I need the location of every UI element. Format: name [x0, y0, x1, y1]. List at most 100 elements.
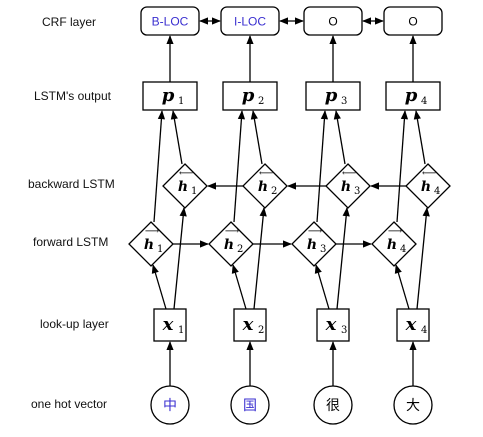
crf-tag-box: [383, 6, 443, 36]
arrow-forward-to-output: [396, 110, 409, 223]
state-arrow-mark: ⟵: [179, 168, 193, 179]
embedding-symbol: x: [325, 314, 337, 335]
connection-wires: [151, 17, 430, 386]
forward-state-symbol: h: [307, 237, 317, 253]
forward-state-symbol: h: [224, 237, 234, 253]
forward-state-subscript: 1: [157, 244, 163, 255]
embedding-subscript: 4: [421, 325, 427, 336]
one-hot-circle: [150, 385, 190, 425]
embedding-box: [316, 308, 350, 342]
backward-lstm-cell: [162, 163, 208, 209]
backward-state-symbol: h: [421, 179, 431, 195]
arrow-forward-to-output: [316, 110, 329, 223]
label-lookup-layer: look-up layer: [40, 317, 109, 331]
arrow-backward-to-output: [333, 110, 346, 165]
backward-state-subscript: 3: [354, 186, 360, 197]
backward-state-subscript: 1: [191, 186, 197, 197]
label-one-hot-vector: one hot vector: [31, 397, 107, 411]
arrow-embedding-to-forward: [394, 264, 410, 310]
backward-lstm-cell: [242, 163, 288, 209]
input-character: 中: [163, 398, 177, 414]
arrow-embedding-to-backward: [173, 207, 187, 310]
crf-tag-box: [220, 6, 280, 36]
crf-tag-label: O: [328, 15, 337, 29]
lstm-output-box: [385, 81, 441, 111]
state-arrow-mark: ⟵: [422, 168, 436, 179]
arrow-backward-to-output: [250, 110, 263, 165]
forward-state-subscript: 4: [400, 244, 406, 255]
embedding-box: [153, 308, 187, 342]
arrow-forward-to-output: [233, 110, 246, 223]
lstm-output-subscript: 2: [258, 96, 264, 107]
state-arrow-mark: ⟵: [259, 168, 273, 179]
backward-state-symbol: h: [258, 179, 268, 195]
backward-state-symbol: h: [178, 179, 188, 195]
crf-tag-node: I-LOC: [220, 6, 280, 36]
lstm-output-subscript: 3: [341, 96, 347, 107]
lstm-output-symbol: p: [162, 85, 175, 106]
label-forward-lstm: forward LSTM: [33, 235, 108, 249]
forward-lstm-cell: [208, 221, 254, 267]
arrow-embedding-to-backward: [416, 207, 430, 310]
embedding-symbol: x: [242, 314, 254, 335]
forward-lstm-cell: [291, 221, 337, 267]
input-character: 国: [243, 398, 257, 414]
one-hot-circle: [313, 385, 353, 425]
label-crf-layer: CRF layer: [42, 15, 96, 29]
embedding-box: [233, 308, 267, 342]
crf-tag-box: [140, 6, 200, 36]
state-arrow-mark: ⟶: [145, 226, 159, 237]
backward-lstm-cell: [405, 163, 451, 209]
input-character: 很: [326, 398, 340, 414]
arrow-embedding-to-forward: [231, 264, 247, 310]
label-backward-lstm: backward LSTM: [28, 177, 115, 191]
forward-state-subscript: 3: [320, 244, 326, 255]
forward-lstm-cell: [371, 221, 417, 267]
embedding-subscript: 1: [178, 325, 184, 336]
forward-state-subscript: 2: [237, 244, 243, 255]
one-hot-circle: [393, 385, 433, 425]
forward-lstm-cell: [128, 221, 174, 267]
state-arrow-mark: ⟶: [308, 226, 322, 237]
lstm-output-box: [305, 81, 361, 111]
lstm-output-subscript: 1: [178, 96, 184, 107]
lstm-output-symbol: p: [405, 85, 418, 106]
label-lstm-output: LSTM's output: [34, 89, 112, 103]
arrow-embedding-to-forward: [151, 264, 167, 310]
lstm-output-subscript: 4: [421, 96, 427, 107]
input-character: 大: [406, 398, 420, 414]
backward-state-symbol: h: [341, 179, 351, 195]
embedding-symbol: x: [162, 314, 174, 335]
backward-lstm-cell: [325, 163, 371, 209]
state-arrow-mark: ⟵: [342, 168, 356, 179]
arrow-embedding-to-backward: [336, 207, 350, 310]
forward-state-symbol: h: [144, 237, 154, 253]
embedding-box: [396, 308, 430, 342]
crf-tag-label: B-LOC: [152, 15, 189, 29]
arrow-backward-to-output: [413, 110, 426, 165]
crf-tag-node: O: [303, 6, 363, 36]
embedding-symbol: x: [405, 314, 417, 335]
lstm-output-symbol: p: [242, 85, 255, 106]
crf-tag-node: B-LOC: [140, 6, 200, 36]
embedding-subscript: 2: [258, 325, 264, 336]
embedding-subscript: 3: [341, 325, 347, 336]
crf-tag-label: O: [408, 15, 417, 29]
arrow-embedding-to-forward: [314, 264, 330, 310]
